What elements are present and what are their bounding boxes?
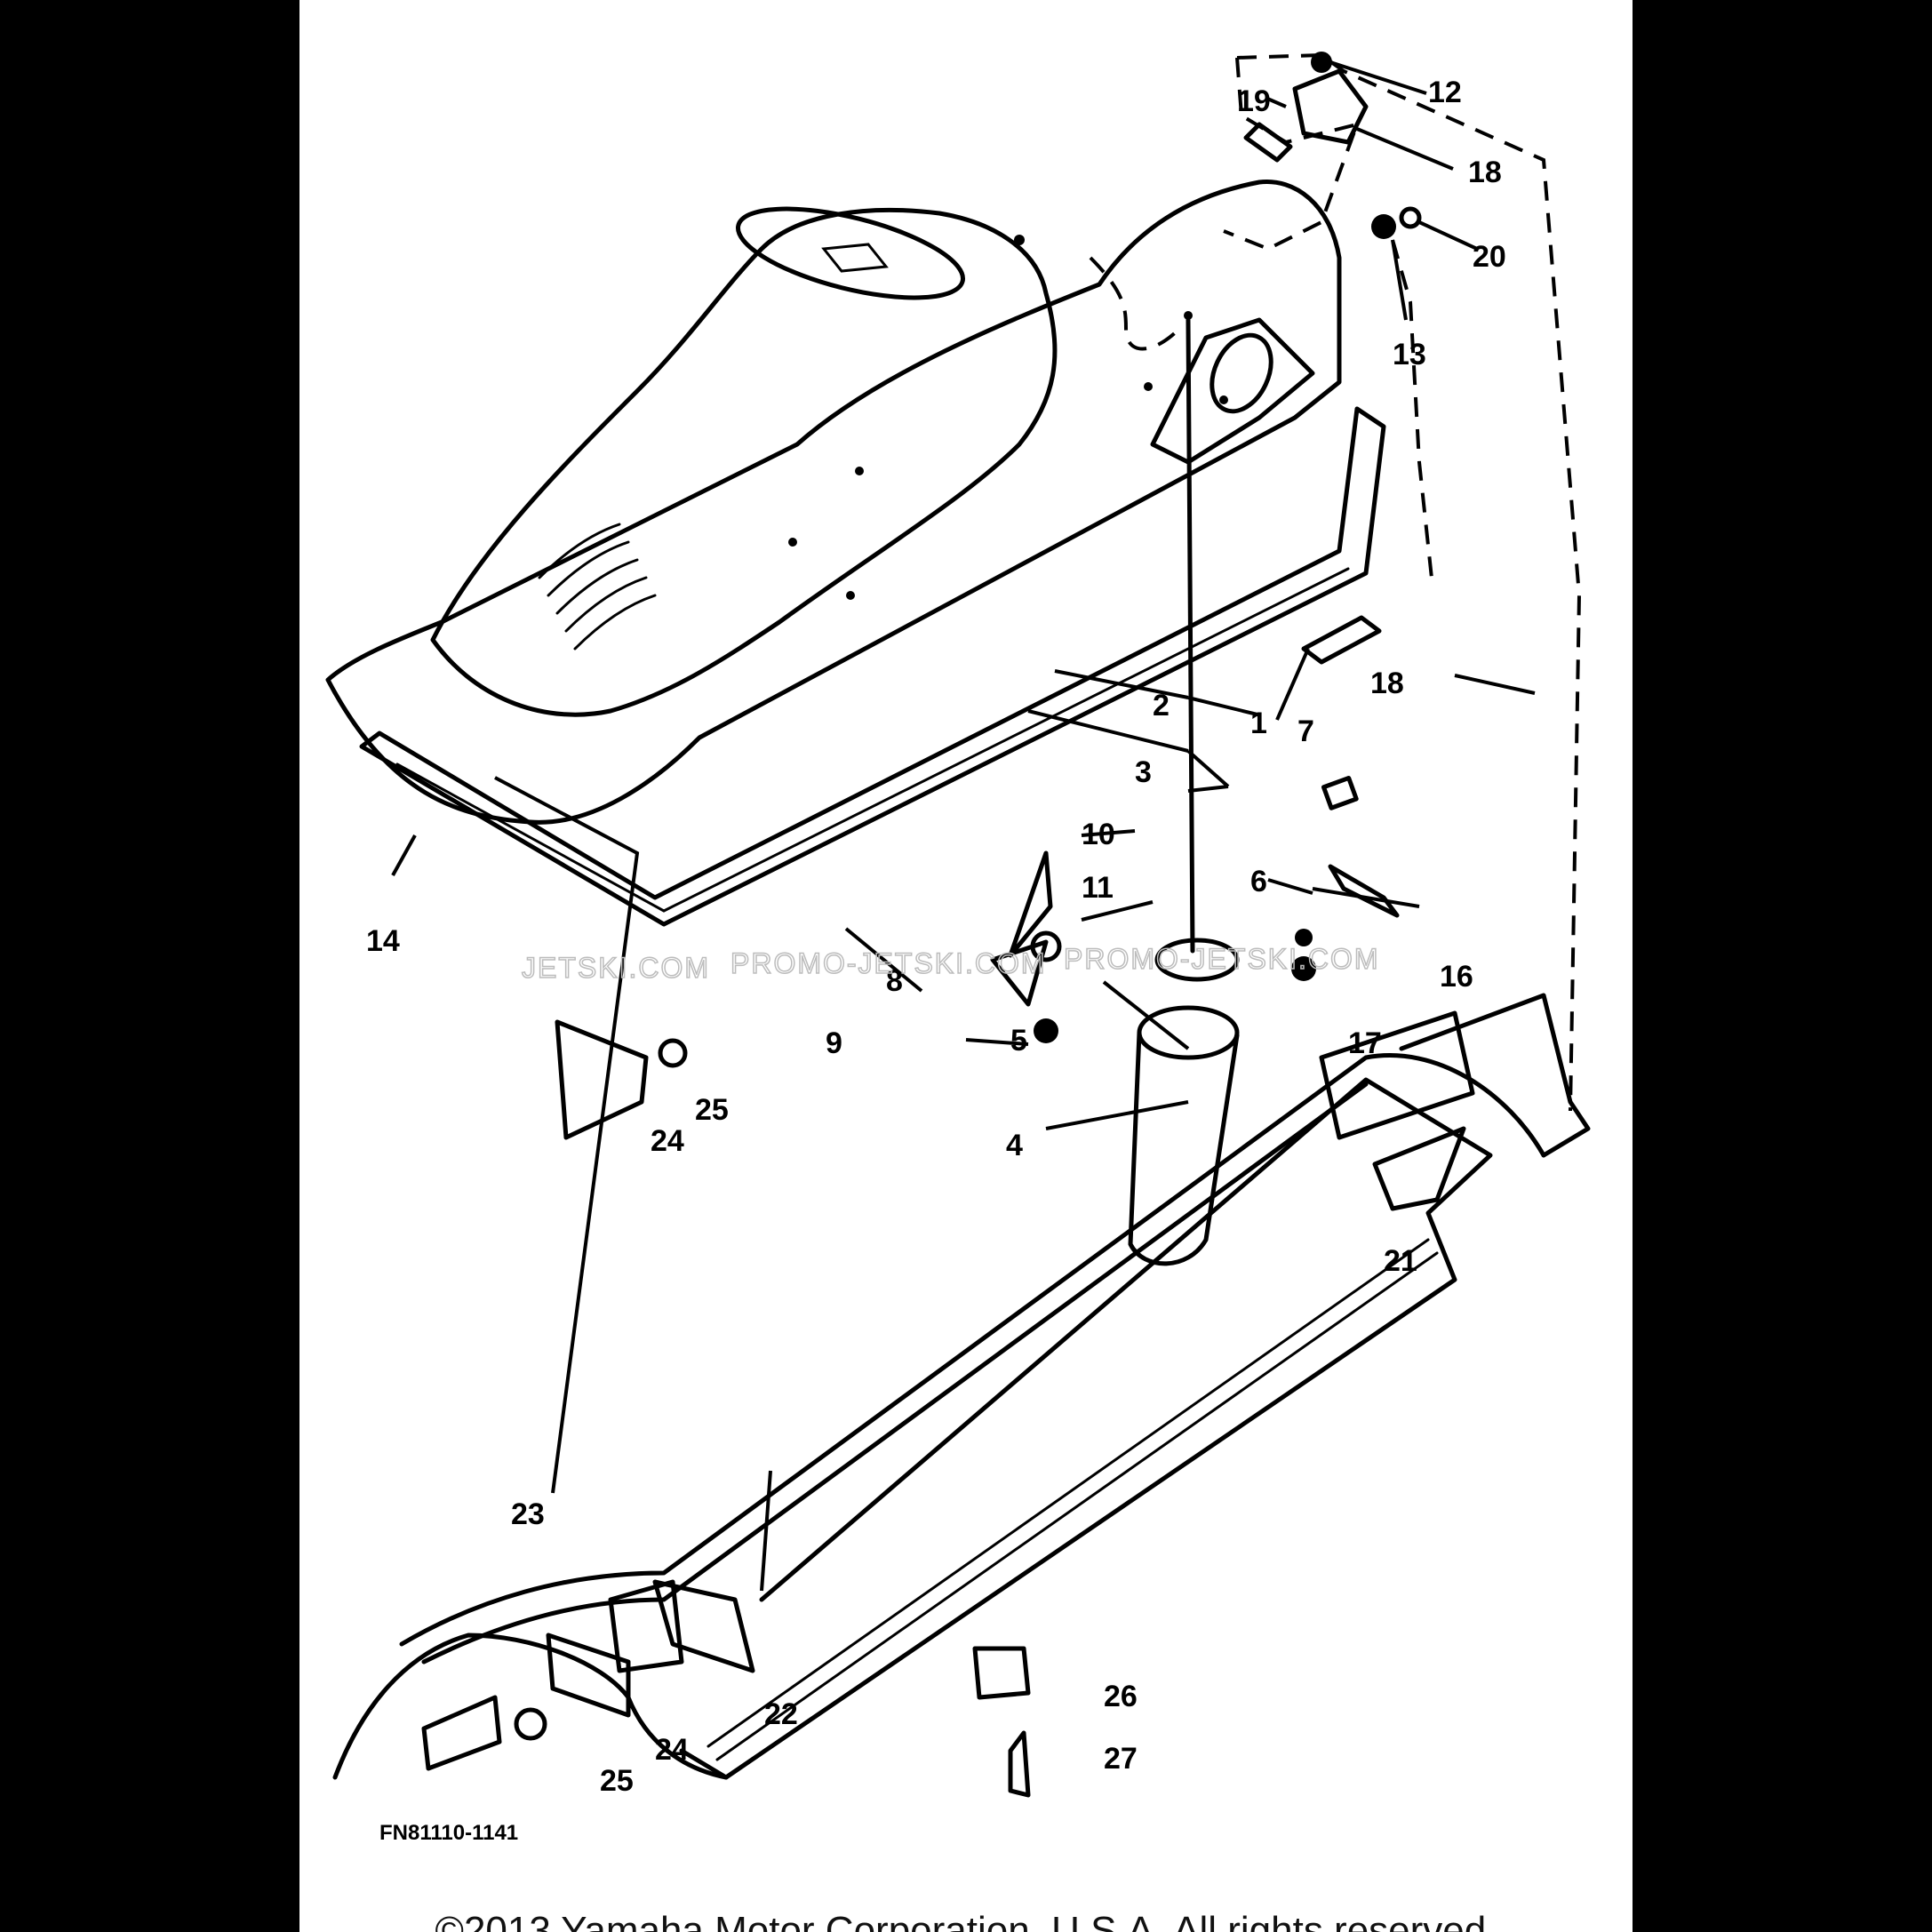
callout-25b: 25 bbox=[600, 1764, 634, 1798]
callout-24a: 24 bbox=[651, 1124, 684, 1158]
callout-1: 1 bbox=[1250, 707, 1267, 740]
callout-21: 21 bbox=[1384, 1244, 1417, 1278]
watermark-1: JETSKI.COM bbox=[522, 952, 710, 984]
callout-6: 6 bbox=[1250, 865, 1267, 898]
callout-12: 12 bbox=[1428, 76, 1462, 109]
parts-diagram-page: 1 2 3 4 5 6 7 8 9 10 11 12 13 14 16 17 1… bbox=[299, 0, 1633, 1932]
watermark-3: PROMO-JETSKI.COM bbox=[1064, 943, 1380, 975]
callout-22: 22 bbox=[764, 1697, 798, 1731]
callout-19: 19 bbox=[1237, 84, 1271, 118]
callout-7: 7 bbox=[1297, 715, 1314, 748]
hull-hardware bbox=[421, 776, 1031, 1798]
callout-4: 4 bbox=[1006, 1129, 1023, 1162]
seat-base-frame bbox=[359, 406, 1386, 927]
callout-24b: 24 bbox=[655, 1733, 689, 1767]
drawing-code: FN81110-1141 bbox=[379, 1821, 518, 1845]
callout-5: 5 bbox=[1010, 1024, 1027, 1058]
callout-27: 27 bbox=[1104, 1742, 1138, 1776]
callout-9: 9 bbox=[826, 1026, 842, 1060]
callout-3: 3 bbox=[1135, 755, 1152, 789]
hull-body bbox=[332, 993, 1591, 1780]
seat-lock-assembly bbox=[1223, 52, 1582, 1112]
callout-13: 13 bbox=[1393, 338, 1426, 371]
watermark-2: PROMO-JETSKI.COM bbox=[730, 947, 1047, 979]
callout-20: 20 bbox=[1473, 240, 1506, 274]
callout-14: 14 bbox=[366, 924, 400, 958]
leader-lines bbox=[391, 60, 1536, 1130]
copyright-notice: ©2013 Yamaha Motor Corporation, U.S.A. A… bbox=[435, 1909, 1497, 1932]
exploded-view-diagram: 1 2 3 4 5 6 7 8 9 10 11 12 13 14 16 17 1… bbox=[325, 52, 1591, 1845]
callout-23: 23 bbox=[511, 1497, 545, 1531]
callout-17: 17 bbox=[1348, 1026, 1382, 1060]
filler-pipe bbox=[990, 317, 1400, 1266]
callout-2: 2 bbox=[1153, 689, 1170, 723]
callout-25a: 25 bbox=[695, 1093, 729, 1127]
callout-16: 16 bbox=[1440, 960, 1473, 994]
callout-26: 26 bbox=[1104, 1680, 1138, 1713]
callout-11: 11 bbox=[1082, 871, 1114, 905]
callout-8: 8 bbox=[886, 964, 903, 998]
callout-18b: 18 bbox=[1370, 667, 1404, 700]
callout-10: 10 bbox=[1082, 818, 1115, 851]
callout-labels: 1 2 3 4 5 6 7 8 9 10 11 12 13 14 16 17 1… bbox=[366, 76, 1506, 1798]
callout-18a: 18 bbox=[1468, 156, 1502, 189]
